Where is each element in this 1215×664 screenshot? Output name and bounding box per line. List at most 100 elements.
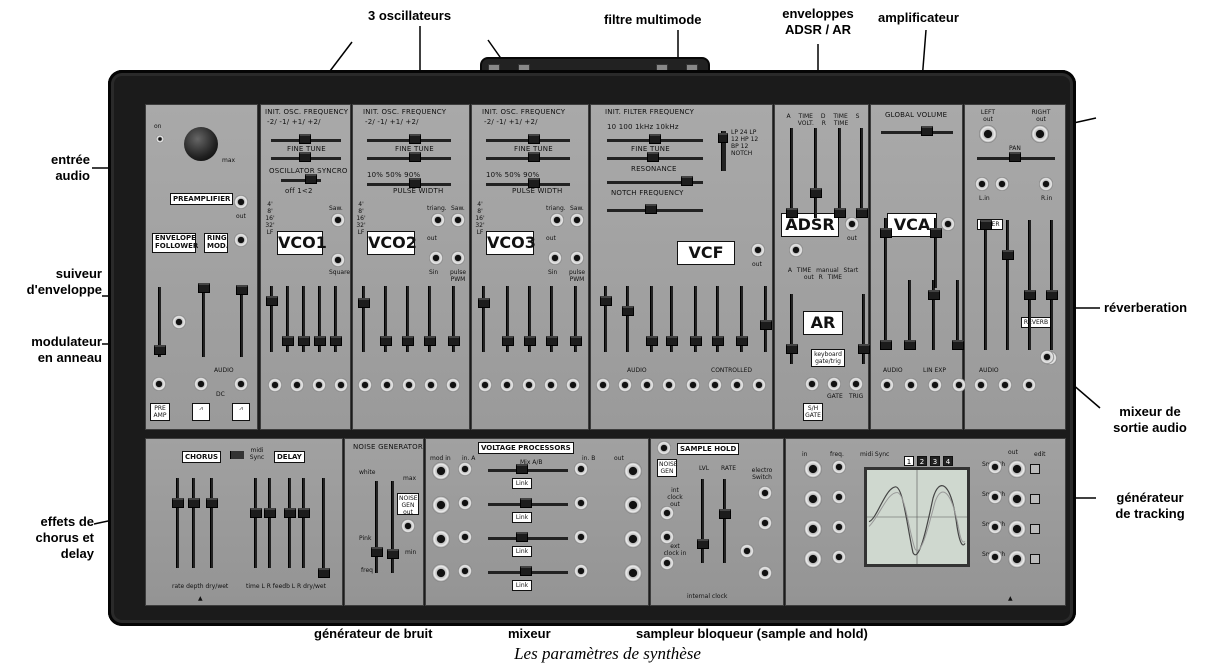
tracking-freq-jack-2[interactable] — [832, 490, 846, 504]
preamp-gain-knob[interactable] — [184, 127, 218, 161]
trig-jack[interactable] — [849, 377, 863, 391]
vco1-fm-jack-2[interactable] — [290, 378, 304, 392]
vco1-fm-slider-4[interactable] — [314, 336, 326, 346]
delay-slider-4[interactable] — [298, 508, 310, 518]
chorus-slider-2[interactable] — [188, 498, 200, 508]
tracking-edit-button-4[interactable] — [1030, 554, 1040, 564]
vco2-fine-slider[interactable] — [409, 152, 421, 162]
vp-mod-in-jack-2[interactable] — [432, 496, 450, 514]
vp-in-b-jack-1[interactable] — [574, 462, 588, 476]
vco3-fm-slider-4[interactable] — [546, 336, 558, 346]
vp-mod-in-jack-3[interactable] — [432, 530, 450, 548]
adsr-slider-2[interactable] — [810, 188, 822, 198]
out-jack-3[interactable] — [1022, 378, 1036, 392]
vcf-fine-slider[interactable] — [647, 152, 659, 162]
vco3-fm-slider-3[interactable] — [524, 336, 536, 346]
tracking-freq-jack-4[interactable] — [832, 550, 846, 564]
vco1-fm-slider-5[interactable] — [330, 336, 342, 346]
vp-in-b-jack-2[interactable] — [574, 496, 588, 510]
vco3-fm-jack-3[interactable] — [522, 378, 536, 392]
vco2-fm-jack-3[interactable] — [402, 378, 416, 392]
tracking-smooth-jack-3[interactable] — [988, 520, 1002, 534]
vco3-fm-jack-2[interactable] — [500, 378, 514, 392]
out-slider-4[interactable] — [1046, 290, 1058, 300]
vca-slider-2[interactable] — [904, 340, 916, 350]
pan-slider[interactable] — [1009, 152, 1021, 162]
vp-link-button-1[interactable]: Link — [512, 478, 532, 489]
vp-mix-slider-4[interactable] — [520, 566, 532, 576]
sh-ext-clock-jack[interactable] — [660, 556, 674, 570]
vco3-freq-slider[interactable] — [528, 134, 540, 144]
vco2-fm-jack-1[interactable] — [358, 378, 372, 392]
midi-sync-switch[interactable] — [230, 451, 244, 459]
vp-out-jack-2[interactable] — [624, 496, 642, 514]
vcf-mod-jack-2[interactable] — [618, 378, 632, 392]
left-out-jack[interactable] — [979, 125, 997, 143]
vco2-in-jack[interactable] — [234, 377, 248, 391]
delay-slider-5[interactable] — [318, 568, 330, 578]
vcf-mod-jack-8[interactable] — [752, 378, 766, 392]
ring-mod-out-jack[interactable] — [234, 233, 248, 247]
noise-color-slider[interactable] — [371, 547, 383, 557]
out-slider-3[interactable] — [1024, 290, 1036, 300]
vcf-mod-slider-5[interactable] — [690, 336, 702, 346]
out-jack-2[interactable] — [998, 378, 1012, 392]
vp-link-button-2[interactable]: Link — [512, 512, 532, 523]
tracking-edit-button-1[interactable] — [1030, 464, 1040, 474]
delay-slider-2[interactable] — [264, 508, 276, 518]
vco3-fm-jack-1[interactable] — [478, 378, 492, 392]
tracking-freq-jack-1[interactable] — [832, 460, 846, 474]
vco1-fm-jack-1[interactable] — [268, 378, 282, 392]
l-in2-jack[interactable] — [995, 177, 1009, 191]
adsr-slider-4[interactable] — [856, 208, 868, 218]
vcf-notch-slider[interactable] — [645, 204, 657, 214]
tracking-in-jack-3[interactable] — [804, 520, 822, 538]
vco1-fm-jack-4[interactable] — [334, 378, 348, 392]
vco1-freq-slider[interactable] — [299, 134, 311, 144]
vco2-sin-jack[interactable] — [429, 251, 443, 265]
vca-jack-3[interactable] — [928, 378, 942, 392]
vco3-fm-slider-5[interactable] — [570, 336, 582, 346]
vco2-fm-jack-4[interactable] — [424, 378, 438, 392]
vcf-mode-switch[interactable] — [718, 133, 728, 143]
vco3-fine-slider[interactable] — [528, 152, 540, 162]
vp-mix-slider-3[interactable] — [516, 532, 528, 542]
vco3-fm-slider-1[interactable] — [478, 298, 490, 308]
vcf-resonance-slider[interactable] — [681, 176, 693, 186]
vco3-sin-jack[interactable] — [548, 251, 562, 265]
tracking-out-jack-3[interactable] — [1008, 520, 1026, 538]
power-led[interactable] — [156, 135, 164, 143]
vcf-mod-slider-1[interactable] — [600, 296, 612, 306]
vco1-sync-switch[interactable] — [305, 174, 317, 184]
vcf-mod-jack-5[interactable] — [686, 378, 700, 392]
vcf-mod-slider-7[interactable] — [736, 336, 748, 346]
tracking-edit-button-3[interactable] — [1030, 524, 1040, 534]
vco1-saw-jack[interactable] — [331, 213, 345, 227]
tracking-in-jack-1[interactable] — [804, 460, 822, 478]
noise-level-slider[interactable] — [387, 549, 399, 559]
adsr-slider-1[interactable] — [786, 208, 798, 218]
vcf-mod-slider-3[interactable] — [646, 336, 658, 346]
tracking-smooth-jack-4[interactable] — [988, 550, 1002, 564]
vco2-saw-jack[interactable] — [451, 213, 465, 227]
vco1-fm-slider-2[interactable] — [282, 336, 294, 346]
ar-slider-1[interactable] — [786, 344, 798, 354]
vcf-mod-slider-8[interactable] — [760, 320, 772, 330]
tracking-page-2-button[interactable]: 2 — [917, 456, 927, 466]
vco2-fm-jack-2[interactable] — [380, 378, 394, 392]
right-out-jack[interactable] — [1031, 125, 1049, 143]
ring-mod-slider[interactable] — [198, 283, 210, 293]
tracking-edit-button-2[interactable] — [1030, 494, 1040, 504]
vcf-mod-jack-4[interactable] — [662, 378, 676, 392]
switch-b-jack[interactable] — [758, 516, 772, 530]
tracking-page-3-button[interactable]: 3 — [930, 456, 940, 466]
vca-slider-1[interactable] — [880, 340, 892, 350]
vco3-saw-jack[interactable] — [570, 213, 584, 227]
tracking-freq-jack-3[interactable] — [832, 520, 846, 534]
vco2-freq-slider[interactable] — [409, 134, 421, 144]
vco2-fm-slider-4[interactable] — [424, 336, 436, 346]
switch-out-jack[interactable] — [740, 544, 754, 558]
vco3-fm-jack-5[interactable] — [566, 378, 580, 392]
vp-out-jack-1[interactable] — [624, 462, 642, 480]
vco1-fm-slider-3[interactable] — [298, 336, 310, 346]
